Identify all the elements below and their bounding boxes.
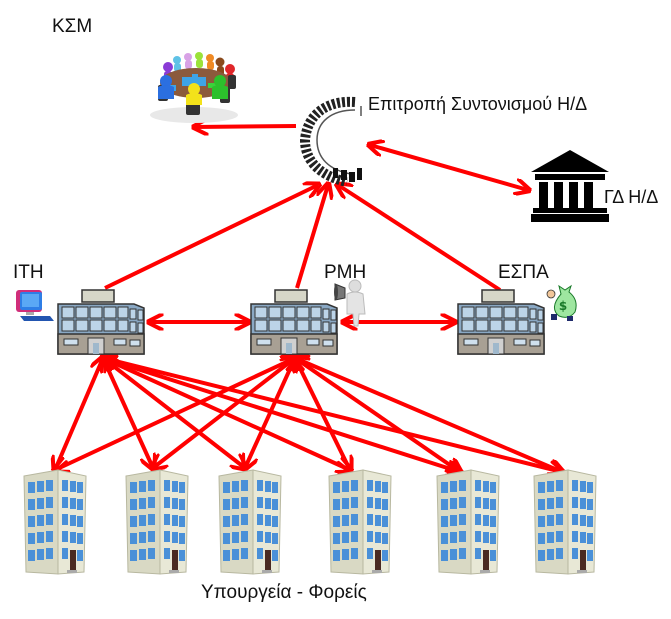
arrow-ith-to-committee [104, 185, 318, 290]
tower-building-icon [125, 469, 189, 575]
arrow-ith-to-ministry-1 [55, 358, 103, 470]
committee-semicircle-icon [299, 96, 362, 186]
round-table-meeting-icon [150, 52, 238, 123]
arrow-ith-to-ministry-2 [103, 358, 153, 468]
arrow-ith-to-ministry-6 [103, 358, 562, 472]
arrow-rmh-to-ministry-6 [295, 358, 562, 472]
tower-building-icon [533, 469, 597, 575]
arrow-rmh-to-ministry-5 [295, 358, 460, 472]
espa-label: ΕΣΠΑ [498, 262, 549, 283]
office-building-icon [457, 289, 545, 355]
ministries-label: Υπουργεία - Φορείς [201, 582, 367, 603]
money-bag-icon: $ [546, 284, 577, 321]
tower-building-icon [436, 469, 500, 575]
ksm-label: ΚΣΜ [52, 16, 93, 37]
ith-label: ΙΤΗ [13, 262, 44, 283]
office-building-icon [250, 289, 338, 355]
tower-building-icon [23, 469, 87, 575]
arrow-ith-to-ministry-5 [103, 358, 460, 472]
arrow-ith-to-ministry-4 [103, 358, 350, 470]
government-building-icon [531, 150, 609, 222]
computer-icon [16, 290, 54, 321]
gd-label: ΓΔ Η/Δ [604, 187, 659, 207]
arrow-ith-to-ministry-3 [103, 358, 245, 468]
tower-building-icon [328, 469, 392, 575]
arrow-rmh-to-ministry-4 [295, 358, 350, 470]
arrow-rmh-to-ministry-3 [245, 358, 295, 468]
arrow-rmh-to-ministry-1 [55, 358, 295, 470]
tower-building-icon [218, 469, 282, 575]
svg-text:$: $ [559, 299, 567, 313]
arrow-rmh-to-ministry-2 [153, 358, 295, 468]
arrow-committee-to-gd [370, 145, 528, 190]
committee-label: Επιτροπή Συντονισμού Η/Δ [368, 94, 588, 114]
arrow-committee-to-ksm [195, 126, 297, 127]
rmh-label: ΡΜΗ [324, 262, 367, 283]
megaphone-person-icon [334, 279, 366, 327]
office-building-icon [57, 289, 145, 355]
